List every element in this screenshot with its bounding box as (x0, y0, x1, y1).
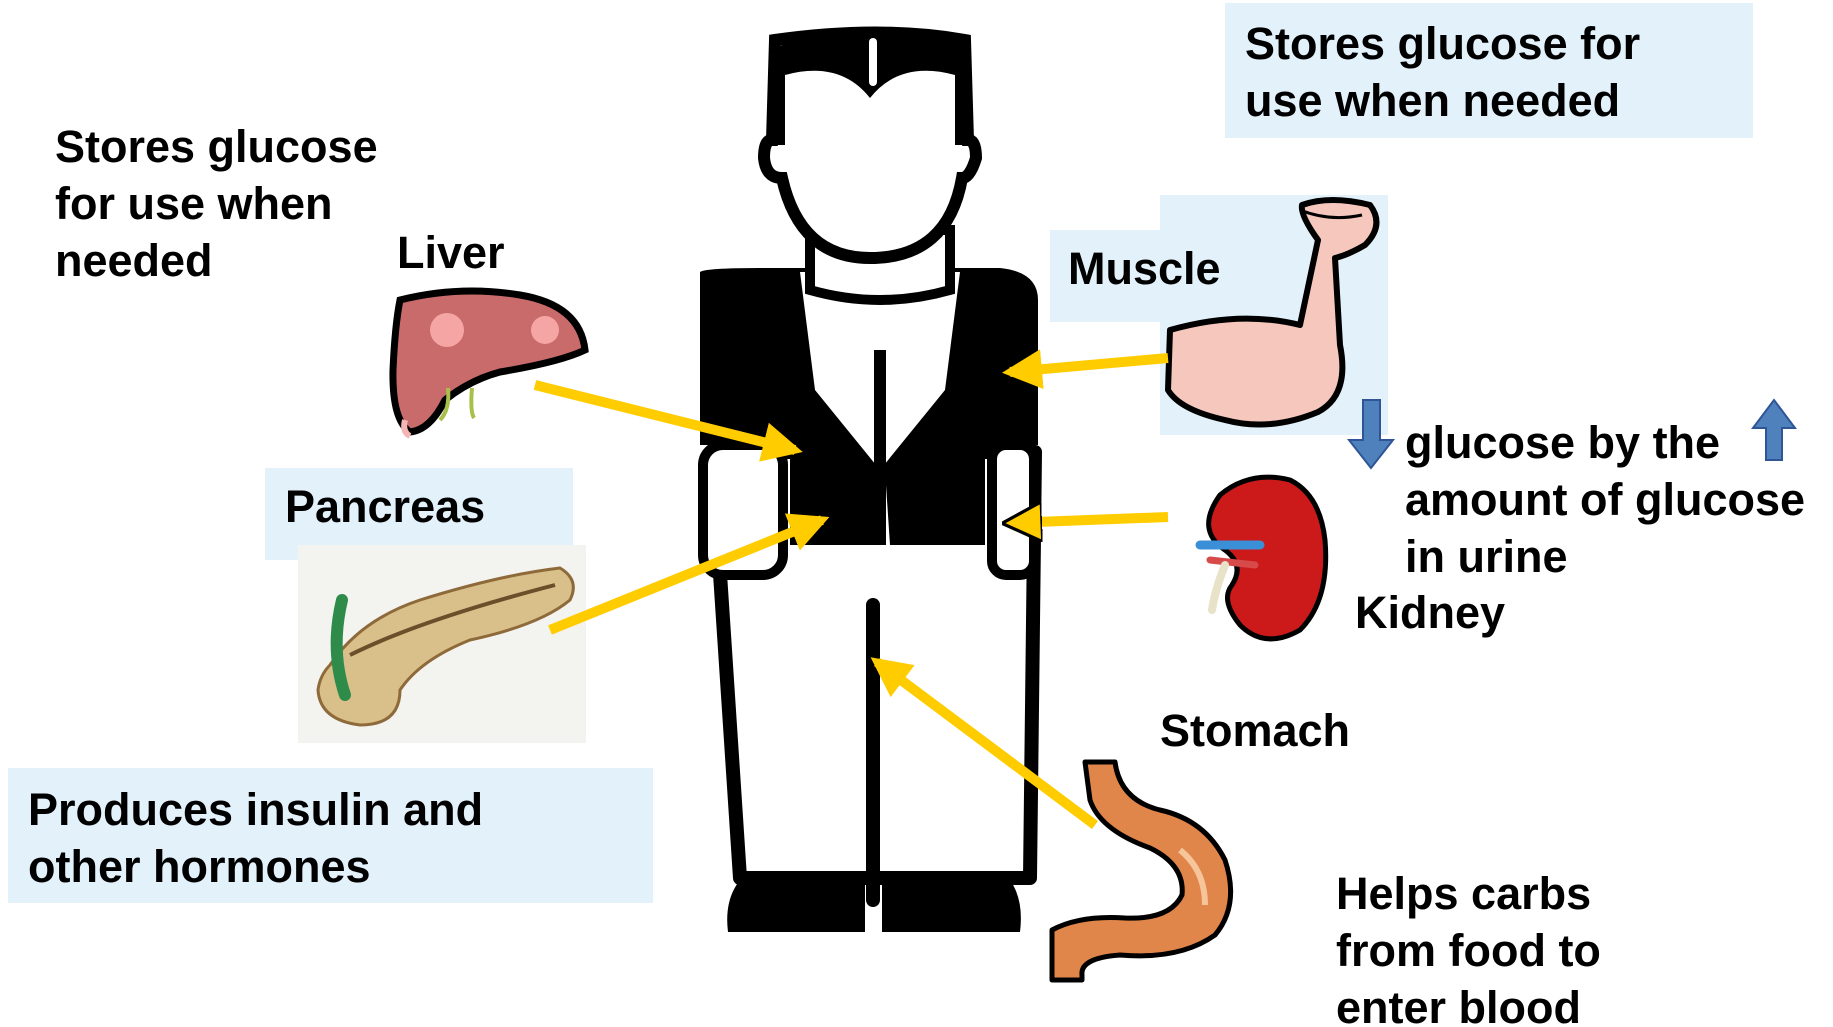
stomach-function-note: Helps carbs from food to enter blood (1336, 865, 1601, 1027)
liver-storage-note: Stores glucose for use when needed (55, 118, 378, 289)
muscle-storage-note: Stores glucose for use when needed (1245, 15, 1640, 129)
liver-label: Liver (397, 224, 505, 281)
kidney-effect-note: glucose by the amount of glucose in urin… (1405, 414, 1805, 585)
pancreas-label: Pancreas (285, 478, 485, 535)
liver-icon (393, 291, 585, 436)
muscle-label: Muscle (1068, 240, 1221, 297)
stomach-label: Stomach (1160, 702, 1350, 759)
down-arrow-icon (1349, 400, 1393, 468)
flexed-arm-icon (1168, 200, 1376, 425)
kidney-icon (1200, 477, 1326, 639)
kidney-arrow (1010, 517, 1168, 523)
pancreas-function-note: Produces insulin and other hormones (28, 781, 483, 895)
person-figure-icon (700, 30, 1038, 932)
stomach-icon (1052, 762, 1231, 980)
kidney-label: Kidney (1355, 584, 1505, 641)
pancreas-icon (298, 545, 586, 743)
